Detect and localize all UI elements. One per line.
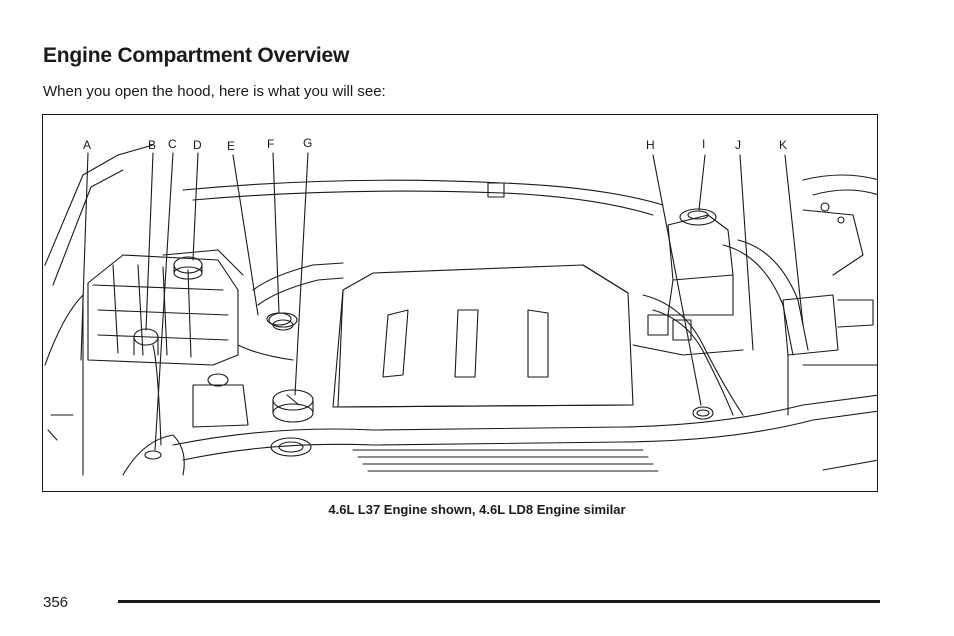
callout-d: D: [193, 138, 202, 152]
callout-j: J: [735, 138, 741, 152]
callout-i: I: [702, 137, 706, 151]
callout-c: C: [168, 137, 177, 151]
figure-caption: 4.6L L37 Engine shown, 4.6L LD8 Engine s…: [328, 502, 626, 517]
callout-b: B: [148, 138, 157, 152]
callout-e: E: [227, 139, 236, 153]
callout-k: K: [779, 138, 788, 152]
engine-line-drawing: [44, 144, 877, 476]
callout-a: A: [83, 138, 92, 152]
page-number: 356: [43, 594, 69, 611]
footer-rule: [118, 600, 880, 603]
intro-text: When you open the hood, here is what you…: [43, 83, 386, 100]
callout-h: H: [646, 138, 655, 152]
section-title: Engine Compartment Overview: [43, 44, 350, 67]
engine-illustration: A B C D E F G H I J K: [42, 114, 878, 492]
callout-f: F: [267, 137, 275, 151]
callout-g: G: [303, 136, 313, 150]
